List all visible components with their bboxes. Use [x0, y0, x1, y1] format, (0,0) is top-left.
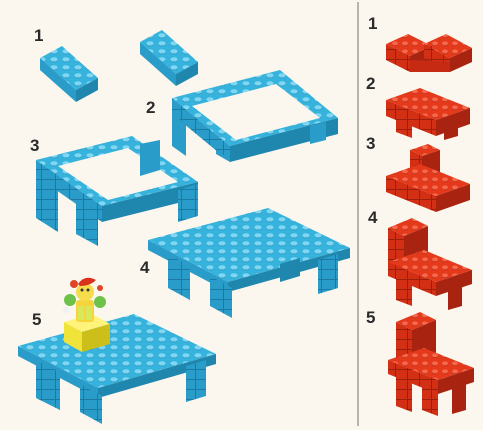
table-step-label-3: 3 [30, 136, 39, 156]
table-step-label-2: 2 [146, 98, 155, 118]
table-step-label-4: 4 [140, 258, 149, 278]
chair-step-3 [386, 144, 470, 212]
chair-step-5 [388, 312, 474, 416]
lego-figure-icon [63, 278, 110, 352]
table-step-label-1: 1 [34, 26, 43, 46]
chair-step-4 [388, 218, 472, 310]
table-step-5-table-figure [18, 314, 216, 424]
chair-step-label-3: 3 [366, 134, 375, 154]
table-step-label-5: 5 [32, 310, 41, 330]
chair-step-2 [386, 88, 470, 140]
chair-step-1 [386, 34, 472, 72]
table-step-2-frame [172, 70, 338, 162]
table-step-4-table [148, 208, 350, 318]
chair-step-label-1: 1 [368, 14, 377, 34]
table-step-1-pieces [40, 30, 198, 102]
chair-step-label-4: 4 [368, 208, 377, 228]
table-step-3-frame-legs [36, 136, 198, 246]
chair-step-label-2: 2 [366, 74, 375, 94]
chair-step-label-5: 5 [366, 308, 375, 328]
column-divider [357, 2, 359, 426]
